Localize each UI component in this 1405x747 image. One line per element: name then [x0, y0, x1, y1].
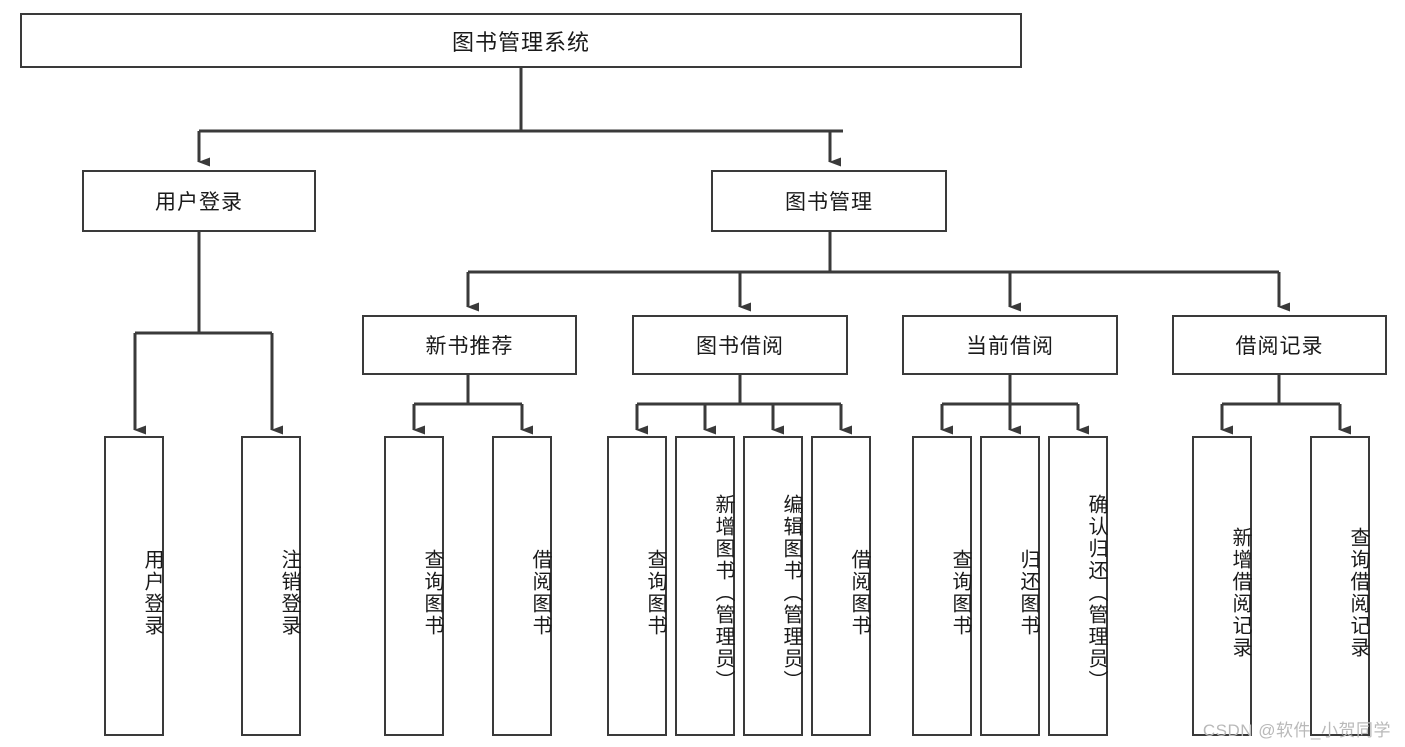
node-label: 查询借阅记录	[1347, 527, 1369, 659]
node-book-management[interactable]: 图书管理	[711, 170, 947, 232]
node-user-login[interactable]: 用户登录	[82, 170, 316, 232]
leaf-confirm-return[interactable]: 确认归还（管理员）	[1048, 436, 1108, 736]
node-label: 图书管理	[785, 191, 873, 214]
node-borrow-record[interactable]: 借阅记录	[1172, 315, 1387, 375]
node-label: 查询图书	[421, 549, 443, 637]
node-label: 当前借阅	[966, 335, 1054, 358]
node-label: 图书借阅	[696, 335, 784, 358]
node-label: 查询图书	[644, 549, 666, 637]
node-label: 借阅图书	[529, 549, 551, 637]
leaf-borrow-book-1[interactable]: 借阅图书	[492, 436, 552, 736]
node-label: 编辑图书（管理员）	[780, 494, 802, 692]
node-label: 图书管理系统	[451, 29, 590, 55]
node-label: 借阅记录	[1235, 335, 1324, 358]
leaf-logout-login[interactable]: 注销登录	[241, 436, 301, 736]
node-label: 注销登录	[278, 549, 300, 637]
leaf-user-login[interactable]: 用户登录	[104, 436, 164, 736]
leaf-add-record[interactable]: 新增借阅记录	[1192, 436, 1252, 736]
node-label: 归还图书	[1017, 549, 1039, 637]
node-label: 查询图书	[949, 549, 971, 637]
node-label: 用户登录	[155, 191, 243, 214]
node-book-borrow[interactable]: 图书借阅	[632, 315, 848, 375]
node-label: 用户登录	[141, 549, 163, 637]
leaf-borrow-book-2[interactable]: 借阅图书	[811, 436, 871, 736]
leaf-query-book-2[interactable]: 查询图书	[607, 436, 667, 736]
node-current-borrow[interactable]: 当前借阅	[902, 315, 1118, 375]
leaf-query-book-1[interactable]: 查询图书	[384, 436, 444, 736]
leaf-edit-book[interactable]: 编辑图书（管理员）	[743, 436, 803, 736]
node-label: 确认归还（管理员）	[1085, 494, 1107, 692]
csdn-watermark: CSDN @软件_小贺同学	[1202, 721, 1391, 740]
node-label: 新增借阅记录	[1229, 527, 1251, 659]
leaf-query-record[interactable]: 查询借阅记录	[1310, 436, 1370, 736]
node-label: 新书推荐	[425, 335, 514, 358]
node-label: 新增图书（管理员）	[712, 494, 734, 692]
node-book-management-system[interactable]: 图书管理系统	[20, 13, 1022, 68]
leaf-add-book[interactable]: 新增图书（管理员）	[675, 436, 735, 736]
node-new-book-recommend[interactable]: 新书推荐	[362, 315, 577, 375]
leaf-query-book-3[interactable]: 查询图书	[912, 436, 972, 736]
leaf-return-book[interactable]: 归还图书	[980, 436, 1040, 736]
node-label: 借阅图书	[848, 549, 870, 637]
